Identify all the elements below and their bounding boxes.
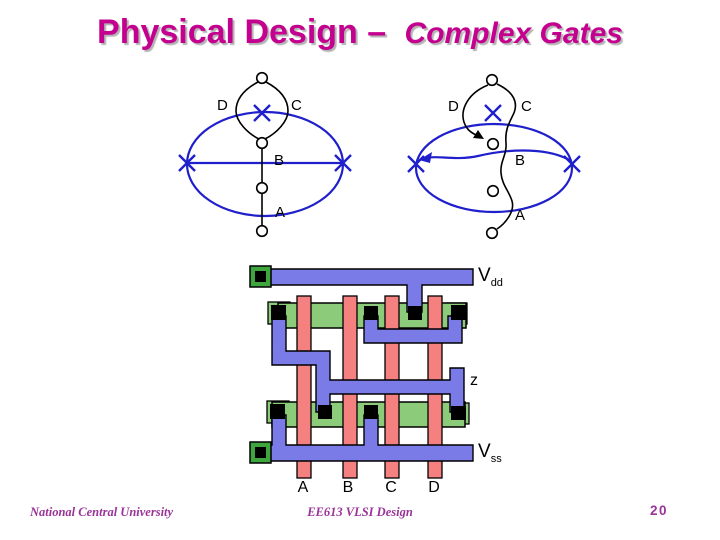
vdd-label-main: V bbox=[478, 265, 491, 286]
vdd-port-contact bbox=[255, 271, 266, 282]
euler-left-label-b: B bbox=[274, 152, 285, 169]
gate-label-d: D bbox=[428, 479, 440, 496]
euler-right-node-top bbox=[485, 73, 499, 87]
vdd-label: Vdd bbox=[478, 266, 503, 289]
euler-left-c-arc bbox=[264, 81, 289, 140]
euler-right-d-curve bbox=[462, 84, 489, 136]
page-number: 20 bbox=[650, 503, 669, 518]
euler-left-label-a: A bbox=[275, 204, 286, 221]
gate-label-c: C bbox=[385, 479, 397, 496]
pdiff-contact-left bbox=[271, 305, 286, 320]
stick-diagram bbox=[249, 265, 474, 479]
b-curve-arrowhead bbox=[419, 152, 432, 163]
euler-right-node-3 bbox=[486, 184, 500, 198]
footer-course: EE613 VLSI Design bbox=[307, 505, 413, 519]
x-mark-top bbox=[484, 104, 502, 122]
d-curve-arrowhead bbox=[473, 130, 484, 139]
euler-right-node-2 bbox=[486, 137, 500, 151]
euler-left-label-d: D bbox=[217, 97, 228, 114]
pdiff-contact-mid bbox=[364, 306, 378, 320]
euler-right-label-d: D bbox=[448, 98, 459, 115]
euler-graph-left bbox=[178, 71, 352, 238]
poly-gate-a bbox=[296, 295, 312, 479]
ndiff-contact-left bbox=[270, 404, 285, 419]
title-emphasis: Complex Gates bbox=[404, 17, 623, 50]
gate-label-a: A bbox=[297, 479, 309, 496]
vdd-label-sub: dd bbox=[490, 276, 503, 289]
euler-graph-right bbox=[407, 73, 581, 240]
x-mark-left bbox=[178, 154, 196, 172]
pdiff-contact-right bbox=[451, 305, 466, 320]
euler-left-node-top bbox=[255, 71, 269, 85]
euler-left-node-bottom bbox=[255, 224, 269, 238]
euler-right-wavy-path bbox=[496, 83, 517, 230]
vss-label-main: V bbox=[478, 441, 491, 462]
euler-left-d-arc bbox=[235, 81, 260, 140]
euler-right-ellipse bbox=[414, 122, 574, 214]
output-z-label: z bbox=[470, 372, 478, 389]
euler-left-node-3 bbox=[255, 181, 269, 195]
page-title: Physical Design – Complex Gates bbox=[0, 13, 720, 52]
title-main: Physical Design – bbox=[97, 13, 387, 51]
vss-label-sub: ss bbox=[490, 452, 502, 465]
vss-label: Vss bbox=[478, 442, 502, 465]
euler-left-label-c: C bbox=[291, 97, 302, 114]
x-mark-right bbox=[334, 154, 352, 172]
euler-right-label-c: C bbox=[521, 98, 532, 115]
ndiff-contact-right bbox=[451, 406, 466, 420]
ndiff-contact-ab bbox=[318, 405, 332, 419]
euler-right-label-a: A bbox=[515, 207, 526, 224]
pdiff-contact-vdd bbox=[408, 306, 422, 320]
euler-left-node-2 bbox=[255, 136, 269, 150]
vss-port-contact bbox=[255, 447, 266, 458]
euler-right-label-b: B bbox=[515, 152, 526, 169]
metal-bypass-route bbox=[363, 315, 463, 344]
x-mark-top bbox=[253, 104, 271, 122]
euler-right-node-bottom bbox=[485, 226, 499, 240]
footer-institution: National Central University bbox=[30, 505, 174, 519]
ndiff-contact-bc bbox=[364, 405, 378, 419]
gate-label-b: B bbox=[342, 479, 354, 496]
euler-right-b-curve bbox=[425, 149, 572, 162]
